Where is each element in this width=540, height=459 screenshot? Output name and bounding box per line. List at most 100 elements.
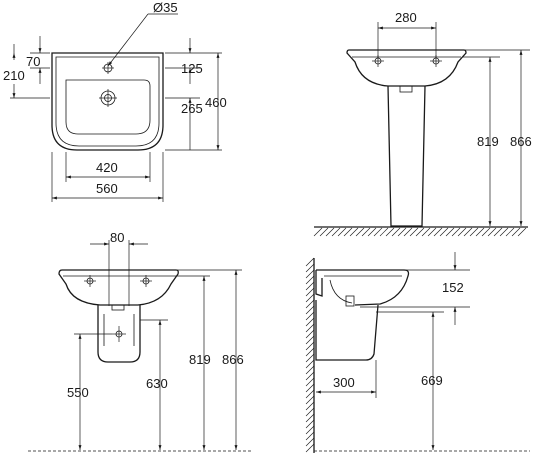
pedestal-column (387, 85, 426, 227)
hatch-line (457, 227, 467, 237)
hatch-line (305, 407, 315, 417)
dim-265: 265 (181, 101, 203, 116)
hatch-line (385, 227, 395, 237)
semi-basin (58, 269, 179, 306)
hatch-line (463, 227, 473, 237)
hatch-line (325, 227, 335, 237)
dim-550: 550 (67, 385, 89, 400)
dim-630: 630 (146, 376, 168, 391)
hatch-line (445, 227, 455, 237)
hatch-line (305, 281, 315, 291)
hatch-line (481, 227, 491, 237)
dim-300: 300 (333, 375, 355, 390)
hatch-line (427, 227, 437, 237)
side-shroud (315, 300, 379, 361)
semi-pedestal-front-view: 80 550 630 819 866 (28, 230, 252, 452)
hatch-line (305, 425, 315, 435)
dim-669: 669 (421, 373, 443, 388)
pedestal-basin (346, 49, 467, 87)
hatch-line (305, 317, 315, 327)
hatch-line (451, 227, 461, 237)
hatch-line (337, 227, 347, 237)
dim-80: 80 (110, 230, 124, 245)
hatch-line (421, 227, 431, 237)
hatch-line (319, 227, 329, 237)
hatch-line (305, 257, 315, 267)
dim-560: 560 (96, 181, 118, 196)
hatch-line (403, 227, 413, 237)
hatch-line (305, 311, 315, 321)
hatch-line (305, 263, 315, 273)
hatch-line (361, 227, 371, 237)
hatch-line (305, 443, 315, 453)
hatch-line (305, 335, 315, 345)
hatch-line (349, 227, 359, 237)
hole-diameter-label: Ø35 (153, 0, 178, 15)
hatch-line (305, 293, 315, 303)
side-basin-profile (316, 269, 410, 306)
hatch-line (305, 353, 315, 363)
top-view: Ø35 70 210 125 265 460 420 560 (3, 0, 227, 202)
hatch-line (493, 227, 503, 237)
hatch-line (305, 329, 315, 339)
dim-210: 210 (3, 68, 25, 83)
hatch-line (313, 227, 323, 237)
hatch-line (305, 347, 315, 357)
hatch-line (505, 227, 515, 237)
hatch-line (305, 269, 315, 279)
hatch-line (305, 299, 315, 309)
hatch-line (475, 227, 485, 237)
hatch-line (305, 359, 315, 369)
dim-819-semi: 819 (189, 352, 211, 367)
semi-pedestal-side-view: 152 669 300 (305, 252, 530, 453)
hatch-line (511, 227, 521, 237)
dim-420: 420 (96, 160, 118, 175)
hatch-line (379, 227, 389, 237)
floor-hatch (313, 227, 527, 237)
hatch-line (331, 227, 341, 237)
hatch-line (305, 383, 315, 393)
bowl-outline-top (65, 79, 151, 135)
hatch-line (373, 227, 383, 237)
hatch-line (305, 437, 315, 447)
dim-70: 70 (26, 54, 40, 69)
dim-866-semi: 866 (222, 352, 244, 367)
hatch-line (355, 227, 365, 237)
hatch-line (367, 227, 377, 237)
hatch-line (397, 227, 407, 237)
wall-hatch (305, 257, 315, 453)
dim-460: 460 (205, 95, 227, 110)
hatch-line (517, 227, 527, 237)
hatch-line (305, 395, 315, 405)
hatch-line (433, 227, 443, 237)
hatch-line (415, 227, 425, 237)
basin-outline-top (51, 52, 164, 151)
dim-866-pedestal: 866 (510, 134, 532, 149)
dim-125: 125 (181, 61, 203, 76)
hatch-line (391, 227, 401, 237)
hatch-line (499, 227, 509, 237)
dim-819-pedestal: 819 (477, 134, 499, 149)
dim-280: 280 (395, 10, 417, 25)
pedestal-front-view: 280 819 866 (313, 10, 532, 237)
hatch-line (305, 431, 315, 441)
hatch-line (305, 419, 315, 429)
hatch-line (439, 227, 449, 237)
hatch-line (305, 401, 315, 411)
hatch-line (305, 287, 315, 297)
hatch-line (409, 227, 419, 237)
hatch-line (469, 227, 479, 237)
hatch-line (305, 377, 315, 387)
hatch-line (343, 227, 353, 237)
hatch-line (305, 413, 315, 423)
hatch-line (305, 323, 315, 333)
hatch-line (305, 371, 315, 381)
hatch-line (305, 275, 315, 285)
hatch-line (487, 227, 497, 237)
hatch-line (305, 389, 315, 399)
hatch-line (305, 365, 315, 375)
hatch-line (305, 305, 315, 315)
hatch-line (305, 341, 315, 351)
semi-pedestal-shroud (97, 305, 141, 363)
